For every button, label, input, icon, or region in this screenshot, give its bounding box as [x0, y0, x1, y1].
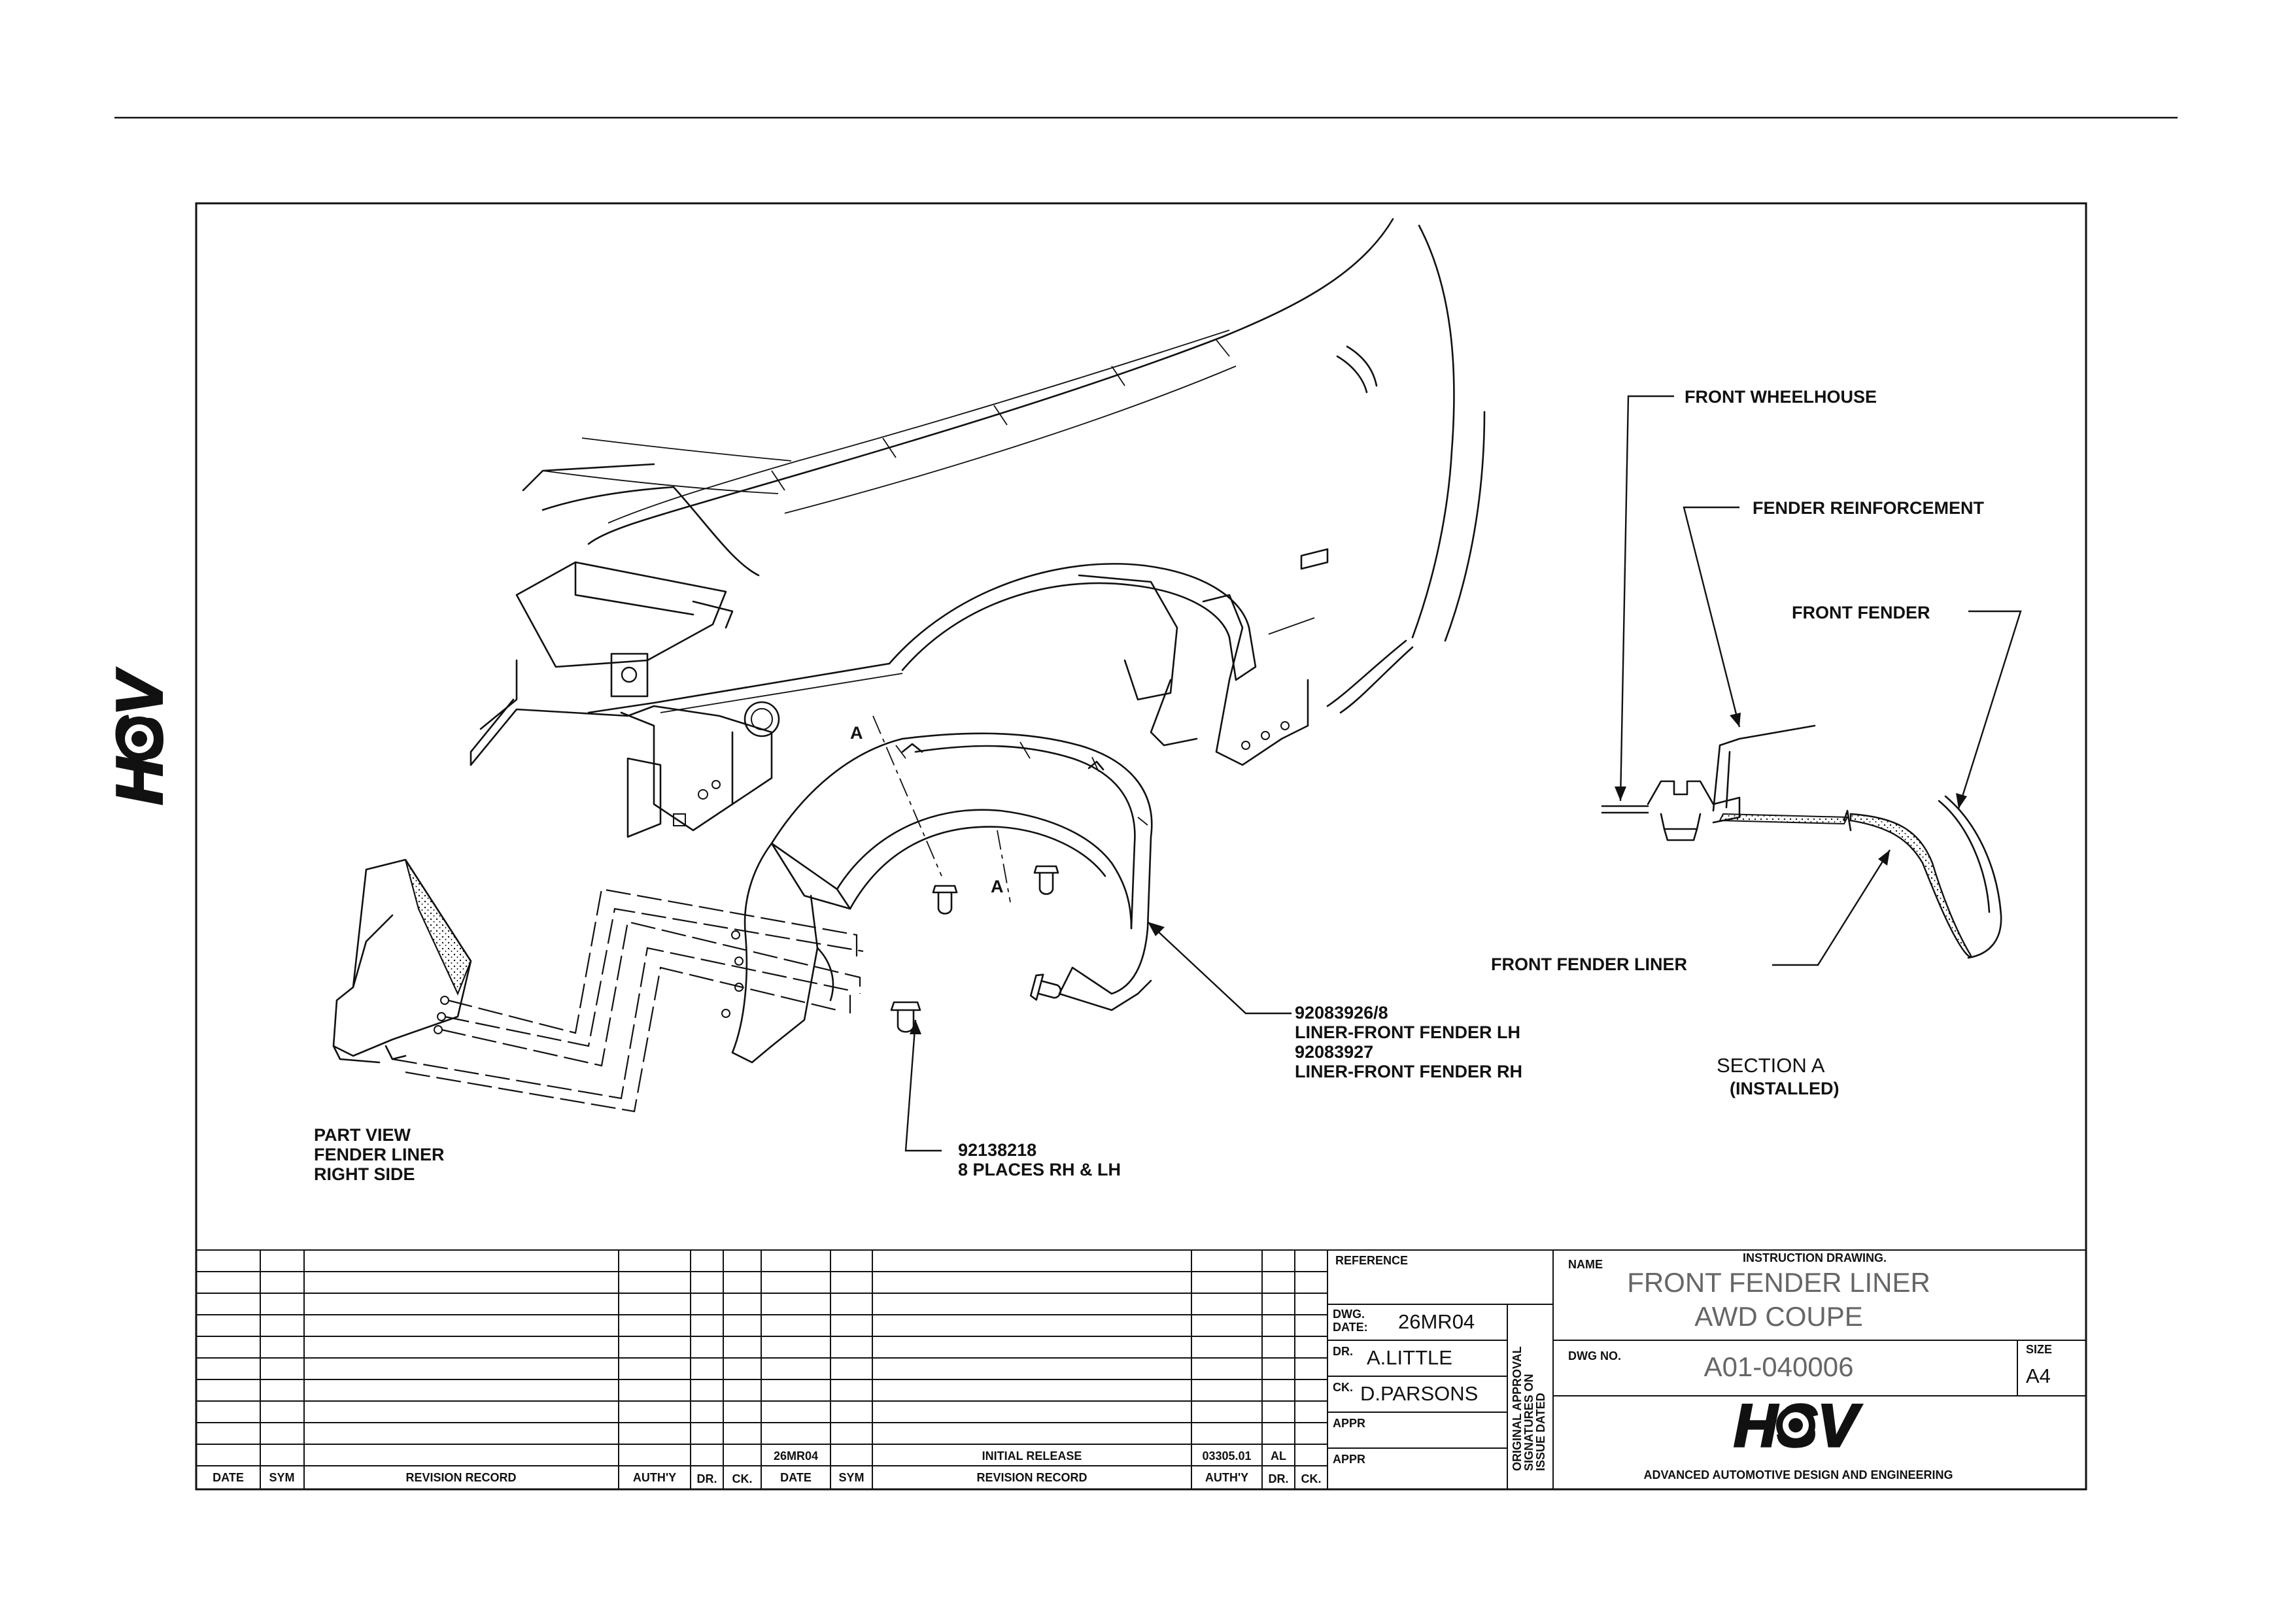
- svg-text:DATE: DATE: [213, 1471, 244, 1484]
- label-front-fender-liner: FRONT FENDER LINER: [1491, 955, 1687, 974]
- part-view-callout: PART VIEW FENDER LINER RIGHT SIDE: [314, 1125, 445, 1184]
- liner-lh-part-number: 92083926/8: [1295, 1003, 1388, 1023]
- svg-text:DR.: DR.: [697, 1472, 717, 1485]
- section-a-markers: A A: [850, 715, 1011, 903]
- hsv-title-logo: HSV: [1733, 1391, 1863, 1461]
- dwg-date-value: 26MR04: [1398, 1310, 1475, 1333]
- appr-label-2: APPR: [1333, 1453, 1365, 1466]
- title-block: DATE SYM REVISION RECORD AUTH'Y DR. CK. …: [196, 1249, 2086, 1489]
- dwg-no-label: DWG NO.: [1568, 1349, 1621, 1362]
- revision-entry-authy: 03305.01: [1202, 1449, 1251, 1463]
- push-clips: [890, 865, 1062, 1033]
- liner-rh-part-number: 92083927: [1295, 1042, 1373, 1062]
- svg-text:SYM: SYM: [269, 1471, 294, 1484]
- revision-entry-row: 26MR04 INITIAL RELEASE 03305.01 AL: [774, 1449, 1286, 1463]
- svg-text:ISSUE DATED: ISSUE DATED: [1534, 1393, 1547, 1471]
- svg-text:DR.: DR.: [1269, 1472, 1289, 1485]
- svg-text:CK.: CK.: [1333, 1381, 1353, 1394]
- revision-table-headers: DATE SYM REVISION RECORD AUTH'Y DR. CK. …: [213, 1471, 1321, 1485]
- drawn-by-value: A.LITTLE: [1367, 1346, 1452, 1369]
- liner-part-callout: 92083926/8 LINER-FRONT FENDER LH 9208392…: [1295, 1003, 1522, 1081]
- drawing-type: INSTRUCTION DRAWING.: [1743, 1251, 1887, 1264]
- section-a-view: FRONT WHEELHOUSE FENDER REINFORCEMENT FR…: [1491, 387, 2022, 1098]
- clip-part-callout: 92138218 8 PLACES RH & LH: [958, 1140, 1121, 1179]
- svg-text:AUTH'Y: AUTH'Y: [1205, 1471, 1248, 1484]
- svg-text:DR.: DR.: [1333, 1345, 1353, 1358]
- car-body-fender: [470, 218, 1486, 838]
- size-label: SIZE: [2026, 1343, 2052, 1356]
- part-view-line-2: FENDER LINER: [314, 1145, 445, 1164]
- checked-by-value: D.PARSONS: [1360, 1382, 1478, 1405]
- svg-text:DATE:: DATE:: [1333, 1321, 1368, 1334]
- svg-text:ORIGINAL APPROVAL: ORIGINAL APPROVAL: [1511, 1346, 1524, 1471]
- fender-liner: [721, 732, 1153, 1064]
- svg-text:REVISION RECORD: REVISION RECORD: [976, 1471, 1087, 1484]
- svg-text:CK.: CK.: [1301, 1472, 1322, 1485]
- reference-label: REFERENCE: [1335, 1254, 1408, 1267]
- drawing-title-line-2: AWD COUPE: [1694, 1301, 1862, 1332]
- name-block: NAME INSTRUCTION DRAWING. FRONT FENDER L…: [1553, 1251, 2086, 1481]
- clip-part-number: 92138218: [958, 1140, 1036, 1160]
- liner-lh-description: LINER-FRONT FENDER LH: [1295, 1023, 1520, 1042]
- revision-entry-dr: AL: [1271, 1449, 1286, 1463]
- drawing-title-line-1: FRONT FENDER LINER: [1627, 1267, 1930, 1298]
- revision-entry-date: 26MR04: [774, 1449, 818, 1463]
- liner-rh-description: LINER-FRONT FENDER RH: [1295, 1062, 1522, 1081]
- clip-part-leader: [904, 1019, 942, 1152]
- section-marker-a-lower: A: [991, 877, 1004, 896]
- part-view-dashed-leaders: [392, 888, 864, 1113]
- label-fender-reinforcement: FENDER REINFORCEMENT: [1753, 498, 1985, 518]
- drawing-frame: [195, 202, 2087, 1491]
- svg-text:REVISION RECORD: REVISION RECORD: [405, 1471, 516, 1484]
- section-a-title: SECTION A: [1717, 1054, 1825, 1077]
- company-name: ADVANCED AUTOMOTIVE DESIGN AND ENGINEERI…: [1643, 1468, 1953, 1481]
- section-marker-a-upper: A: [850, 723, 863, 743]
- label-front-wheelhouse: FRONT WHEELHOUSE: [1685, 387, 1877, 407]
- hsv-side-logo: HSV: [102, 667, 177, 806]
- clip-quantity: 8 PLACES RH & LH: [958, 1160, 1121, 1179]
- approval-note: ORIGINAL APPROVAL SIGNATURES ON ISSUE DA…: [1511, 1346, 1547, 1471]
- appr-label-1: APPR: [1333, 1417, 1365, 1430]
- revision-table-grid: [196, 1250, 1328, 1489]
- revision-entry-record: INITIAL RELEASE: [982, 1449, 1082, 1463]
- part-view-line-3: RIGHT SIDE: [314, 1164, 415, 1184]
- svg-text:AUTH'Y: AUTH'Y: [633, 1471, 676, 1484]
- part-view-liner: [332, 858, 472, 1064]
- svg-text:DATE: DATE: [780, 1471, 812, 1484]
- svg-text:SIGNATURES ON: SIGNATURES ON: [1522, 1374, 1535, 1471]
- svg-text:DWG.: DWG.: [1333, 1308, 1365, 1321]
- part-view-line-1: PART VIEW: [314, 1125, 411, 1145]
- liner-part-leader: [1147, 921, 1292, 1015]
- svg-text:CK.: CK.: [732, 1472, 753, 1485]
- dwg-no-value: A01-040006: [1704, 1351, 1854, 1382]
- section-a-subtitle: (INSTALLED): [1730, 1079, 1839, 1098]
- size-value: A4: [2026, 1364, 2051, 1387]
- name-label: NAME: [1568, 1258, 1603, 1271]
- approval-block: REFERENCE DWG. DATE: 26MR04 DR. A.LITTLE…: [1327, 1250, 1554, 1489]
- label-front-fender: FRONT FENDER: [1792, 603, 1930, 622]
- svg-text:SYM: SYM: [838, 1471, 864, 1484]
